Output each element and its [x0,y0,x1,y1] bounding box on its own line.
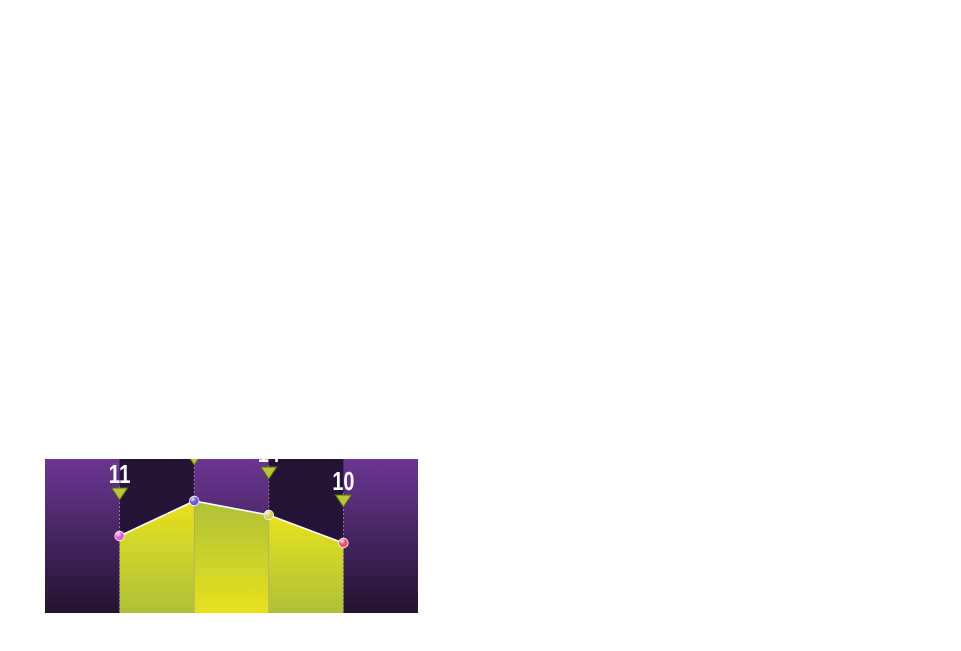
area-segment [268,515,344,613]
value-arrow-icon [189,459,199,466]
area-chart: 11161410 [45,459,418,613]
value-label: 11 [109,459,131,489]
background-band [45,459,121,613]
background-band [343,459,418,613]
value-label: 10 [332,466,354,496]
value-arrow-icon [334,494,353,508]
value-arrow-icon [259,466,278,480]
area-fill [119,501,344,613]
guide-lines [119,459,344,613]
value-label: 14 [258,459,280,468]
area-segment [119,501,195,613]
data-point-marker [114,530,125,542]
value-arrow-icon [110,487,129,501]
series-line [119,500,344,544]
data-point-marker [263,509,275,521]
area-segment [194,501,269,613]
data-point-marker [338,537,349,549]
data-point-marker [188,495,200,507]
data-points [114,495,349,549]
chart-container: 11161410 [45,459,418,613]
data-labels: 11161410 [109,459,354,508]
series-line-path [119,500,344,544]
